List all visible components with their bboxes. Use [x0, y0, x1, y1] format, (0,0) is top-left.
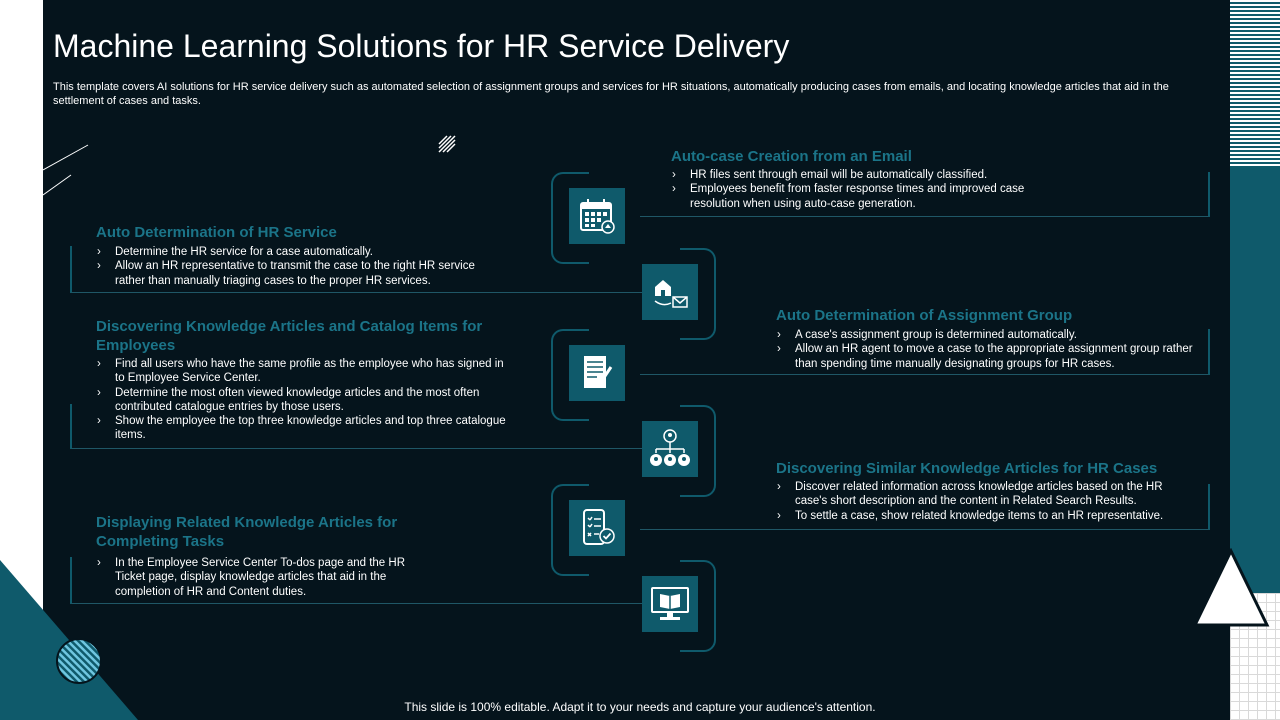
bullet-list-similar: Discover related information across know… [776, 480, 1196, 523]
mobile-checklist-icon [569, 500, 625, 556]
section-title-related: Displaying Related Knowledge Articles fo… [96, 514, 398, 550]
section-title-similar: Discovering Similar Knowledge Articles f… [776, 460, 1158, 477]
section-title-email: Auto-case Creation from an Email [671, 148, 912, 165]
section-bar-catalog [70, 404, 642, 449]
bullet-item: Allow an HR representative to transmit t… [96, 259, 506, 288]
icon-frame [680, 405, 716, 497]
monitor-book-icon [642, 576, 698, 632]
section-bar-related [70, 557, 642, 604]
icon-frame [551, 329, 589, 421]
decor-lines [43, 144, 89, 196]
bullet-list-email: HR files sent through email will be auto… [671, 168, 1031, 211]
outline-triangle [1192, 548, 1270, 627]
page-title: Machine Learning Solutions for HR Servic… [53, 28, 790, 64]
bullet-list-related: In the Employee Service Center To-dos pa… [96, 556, 416, 599]
bullet-item: Find all users who have the same profile… [96, 357, 516, 386]
bullet-item: Discover related information across know… [776, 480, 1196, 509]
bullet-item: Show the employee the top three knowledg… [96, 414, 516, 443]
bullet-item: Employees benefit from faster response t… [671, 182, 1031, 211]
corner-triangle [0, 560, 138, 720]
calendar-icon [569, 188, 625, 244]
section-bar-hr-service [70, 246, 642, 293]
bullet-item: Allow an HR agent to move a case to the … [776, 342, 1196, 371]
bullet-item: To settle a case, show related knowledge… [776, 509, 1196, 524]
bullet-list-catalog: Find all users who have the same profile… [96, 357, 516, 443]
icon-frame [680, 560, 716, 652]
section-bar-similar [640, 484, 1210, 530]
stripe-pattern-top [1230, 0, 1280, 168]
icon-frame [680, 248, 716, 340]
bullet-item: Determine the most often viewed knowledg… [96, 386, 516, 415]
section-bar-assignment [640, 329, 1210, 375]
section-bar-email [640, 172, 1210, 217]
bullet-list-hr-service: Determine the HR service for a case auto… [96, 245, 506, 288]
icon-frame [551, 484, 589, 576]
section-title-catalog: Discovering Knowledge Articles and Catal… [96, 318, 483, 354]
bullet-item: A case's assignment group is determined … [776, 328, 1196, 343]
section-title-hr-service: Auto Determination of HR Service [96, 224, 337, 241]
section-title-assignment: Auto Determination of Assignment Group [776, 307, 1073, 324]
page-footer: This slide is 100% editable. Adapt it to… [404, 700, 876, 714]
org-chart-icon [642, 421, 698, 477]
home-mail-icon [642, 264, 698, 320]
hatched-square-icon [438, 135, 456, 153]
page-subtitle: This template covers AI solutions for HR… [53, 81, 1169, 107]
bullet-list-assignment: A case's assignment group is determined … [776, 328, 1196, 371]
bullet-item: HR files sent through email will be auto… [671, 168, 1031, 183]
striped-circle-icon [56, 638, 102, 684]
bullet-item: In the Employee Service Center To-dos pa… [96, 556, 416, 599]
bullet-item: Determine the HR service for a case auto… [96, 245, 506, 260]
icon-frame [551, 172, 589, 264]
document-pen-icon [569, 345, 625, 401]
teal-side-block [1230, 168, 1280, 593]
